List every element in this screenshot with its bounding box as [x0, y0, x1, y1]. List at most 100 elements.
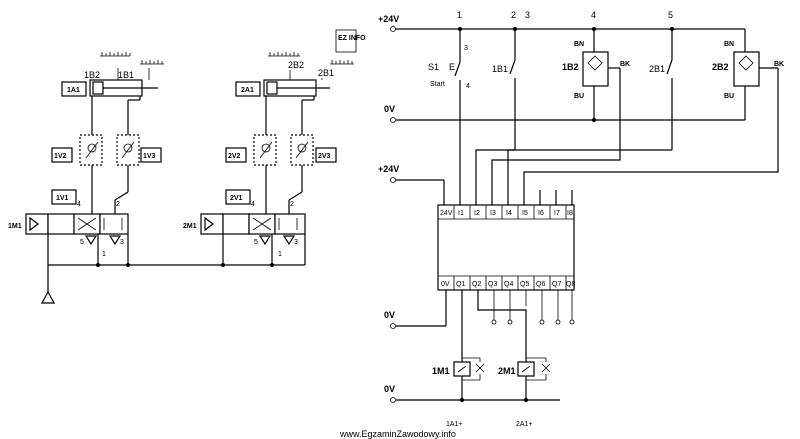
- svg-text:0V: 0V: [384, 104, 395, 114]
- sensor-1b2: BN 1B2 BK BU: [562, 29, 630, 120]
- svg-text:4: 4: [591, 10, 596, 20]
- plc-output-0v: 0V: [441, 281, 450, 288]
- svg-text:4: 4: [466, 83, 470, 90]
- throttle-valve-2v3: 2V3: [290, 134, 337, 166]
- rail-zero-bottom: 0V: [384, 384, 560, 403]
- svg-text:+24V: +24V: [378, 14, 399, 24]
- svg-text:2V2: 2V2: [228, 153, 241, 160]
- reed-switch-1b1: 1B1: [492, 29, 516, 150]
- svg-text:E: E: [449, 62, 455, 72]
- watermark: www.EgzaminZawodowy.info: [339, 429, 456, 439]
- plc-input-24v: 24V: [440, 210, 453, 217]
- svg-text:4: 4: [77, 201, 81, 208]
- svg-text:2B1: 2B1: [649, 64, 665, 74]
- plc-output-q5: Q5: [520, 281, 529, 288]
- node-labels: 1 2 3 4 5: [457, 10, 673, 20]
- plc-input-i8: I8: [567, 210, 573, 217]
- svg-text:5: 5: [80, 239, 84, 246]
- svg-text:3: 3: [525, 10, 530, 20]
- pressure-source-symbol: [40, 290, 56, 304]
- tag-1a1: 1A1: [61, 81, 87, 97]
- svg-text:2: 2: [290, 201, 294, 208]
- plc-input-i6: I6: [538, 210, 544, 217]
- plc-input-i4: I4: [506, 210, 512, 217]
- svg-text:BK: BK: [774, 61, 784, 68]
- plc-output-labels: 0V Q1 Q2 Q3 Q4 Q5 Q6 Q7 Q8: [441, 281, 575, 288]
- svg-text:2M1: 2M1: [498, 366, 516, 376]
- svg-text:3: 3: [294, 239, 298, 246]
- plc-output-q7: Q7: [552, 281, 561, 288]
- switch-s1-start: 3 S1 E Start 4: [428, 29, 470, 140]
- svg-text:2V1: 2V1: [230, 195, 243, 202]
- plc-input-wiring: [443, 68, 779, 205]
- plc-input-i2: I2: [474, 210, 480, 217]
- svg-text:BK: BK: [620, 61, 630, 68]
- sensor-label-2b1: 2B1: [318, 68, 334, 78]
- svg-text:1V2: 1V2: [54, 153, 67, 160]
- throttle-valve-2v2: 2V2: [225, 134, 277, 166]
- svg-text:3: 3: [464, 45, 468, 52]
- svg-text:1: 1: [278, 251, 282, 258]
- svg-text:3: 3: [120, 239, 124, 246]
- svg-text:BU: BU: [724, 93, 734, 100]
- cylinder-2a1: 2B2 2B1: [263, 60, 334, 100]
- pneumatic-supply-line: [47, 243, 306, 292]
- ruler-2: [268, 52, 354, 65]
- svg-text:2V3: 2V3: [318, 153, 331, 160]
- svg-text:1B2: 1B2: [562, 62, 579, 72]
- svg-text:BU: BU: [574, 93, 584, 100]
- rail-zero-mid: 0V: [384, 104, 745, 123]
- svg-text:4: 4: [251, 201, 255, 208]
- svg-text:+24V: +24V: [378, 164, 399, 174]
- svg-text:2B2: 2B2: [712, 62, 729, 72]
- plc-input-i1: I1: [458, 210, 464, 217]
- tag-2a1: 2A1: [235, 81, 261, 97]
- svg-text:5: 5: [254, 239, 258, 246]
- svg-text:EZ INFO: EZ INFO: [338, 35, 366, 42]
- plc-module: [437, 204, 575, 291]
- svg-text:Start: Start: [430, 81, 445, 88]
- svg-text:1V3: 1V3: [143, 153, 156, 160]
- plc-output-q6: Q6: [536, 281, 545, 288]
- plc-input-i5: I5: [522, 210, 528, 217]
- svg-text:1: 1: [457, 10, 462, 20]
- reed-switch-2b1: 2B1: [649, 29, 673, 150]
- plc-output-q3: Q3: [488, 281, 497, 288]
- plc-input-labels: 24V I1 I2 I3 I4 I5 I6 I7 I8: [440, 210, 573, 217]
- sensor-label-1b1: 1B1: [118, 70, 134, 80]
- svg-text:0V: 0V: [384, 310, 395, 320]
- coil-2m1: 2M1: [498, 357, 551, 400]
- plc-input-i7: I7: [554, 210, 560, 217]
- rail-zero-plc: 0V: [384, 310, 446, 329]
- svg-text:2: 2: [511, 10, 516, 20]
- rail-plus24-plc: +24V: [378, 164, 444, 183]
- svg-text:BN: BN: [724, 41, 734, 48]
- svg-text:1V1: 1V1: [56, 195, 69, 202]
- cylinder-1a1: 1B2 1B1: [84, 68, 158, 100]
- valve-1v1: 1V1 4 2 5 3 1 1M1: [8, 189, 129, 258]
- svg-text:1M1: 1M1: [432, 366, 450, 376]
- sensor-label-2b2: 2B2: [288, 60, 304, 70]
- plc-output-q1: Q1: [456, 281, 465, 288]
- svg-text:BN: BN: [574, 41, 584, 48]
- solenoid-label-2m1: 2M1: [183, 223, 197, 230]
- plc-output-q8: Q8: [566, 281, 575, 288]
- valve-2v1: 2V1 4 2 5 3 1 2M1: [183, 189, 306, 258]
- solenoid-label-1m1: 1M1: [8, 223, 22, 230]
- svg-text:2: 2: [116, 201, 120, 208]
- ruler-1: [100, 52, 164, 65]
- ez-info-logo: EZ INFO: [335, 29, 366, 53]
- plc-input-i3: I3: [490, 210, 496, 217]
- svg-text:S1: S1: [428, 62, 439, 72]
- coil1-caption: 1A1+: [446, 421, 463, 428]
- svg-text:5: 5: [668, 10, 673, 20]
- svg-text:1A1: 1A1: [67, 87, 80, 94]
- svg-text:1: 1: [102, 251, 106, 258]
- plc-output-wiring: [445, 290, 575, 358]
- plc-output-q4: Q4: [504, 281, 513, 288]
- svg-text:0V: 0V: [384, 384, 395, 394]
- sensor-label-1b2: 1B2: [84, 70, 100, 80]
- rail-plus24-top: +24V: [378, 14, 745, 32]
- svg-text:1B1: 1B1: [492, 64, 508, 74]
